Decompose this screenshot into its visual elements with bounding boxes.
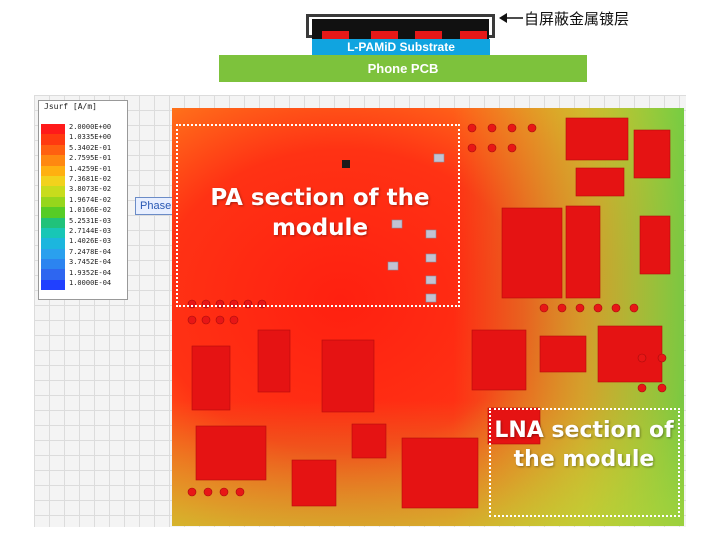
legend-value: 1.9674E-02 xyxy=(69,195,112,204)
legend-swatch xyxy=(41,269,65,280)
legend-value: 1.0000E-04 xyxy=(69,279,112,288)
legend-swatch xyxy=(41,259,65,270)
solder-pad xyxy=(322,31,349,39)
substrate-layer: L-PAMiD Substrate xyxy=(312,39,490,55)
legend-value: 1.0335E+00 xyxy=(69,133,112,142)
shield-layer-label: 自屏蔽金属镀层 xyxy=(524,10,630,28)
legend-swatch xyxy=(41,196,65,208)
solder-pad xyxy=(371,31,398,39)
legend-swatch xyxy=(41,165,65,176)
legend-swatch xyxy=(41,144,65,156)
solder-pad xyxy=(415,31,442,39)
lna-section-outline xyxy=(489,408,680,517)
legend-swatch xyxy=(41,134,65,145)
legend-value: 1.9352E-04 xyxy=(69,268,112,277)
legend-swatch xyxy=(41,217,65,228)
legend-value: 5.2531E-03 xyxy=(69,216,112,225)
legend-value: 2.7595E-01 xyxy=(69,154,112,163)
legend-title: Jsurf [A/m] xyxy=(44,102,97,111)
legend-value: 1.4259E-01 xyxy=(69,164,112,173)
solder-pad xyxy=(460,31,487,39)
legend-value: 7.2478E-04 xyxy=(69,247,112,256)
legend-value: 2.0000E+00 xyxy=(69,123,112,131)
legend-value: 2.7144E-03 xyxy=(69,227,112,236)
lna-section-label: LNA section of the module xyxy=(494,418,674,472)
pa-section-outline xyxy=(176,124,460,307)
legend-value: 3.8073E-02 xyxy=(69,185,112,194)
legend-swatch xyxy=(41,207,65,218)
legend-value: 7.3681E-02 xyxy=(69,175,112,184)
legend-swatch xyxy=(41,155,65,166)
phone-pcb-layer: Phone PCB xyxy=(219,55,587,82)
arrow-left-icon xyxy=(499,13,523,23)
legend-swatch xyxy=(41,248,65,260)
legend-value: 3.7452E-04 xyxy=(69,258,112,267)
current-density-map xyxy=(172,108,684,526)
pa-section-label: PA section of the module xyxy=(210,185,430,241)
legend-swatch xyxy=(41,238,65,249)
legend-value: 1.0166E-02 xyxy=(69,206,112,215)
legend-swatch xyxy=(41,186,65,197)
legend-swatches xyxy=(41,124,65,291)
legend-value: 5.3402E-01 xyxy=(69,143,112,152)
legend-swatch xyxy=(41,227,65,239)
legend-value: 1.4026E-03 xyxy=(69,237,112,246)
module-die xyxy=(312,19,489,39)
legend-swatch xyxy=(41,124,65,135)
legend-swatch xyxy=(41,279,65,291)
legend-swatch xyxy=(41,175,65,187)
